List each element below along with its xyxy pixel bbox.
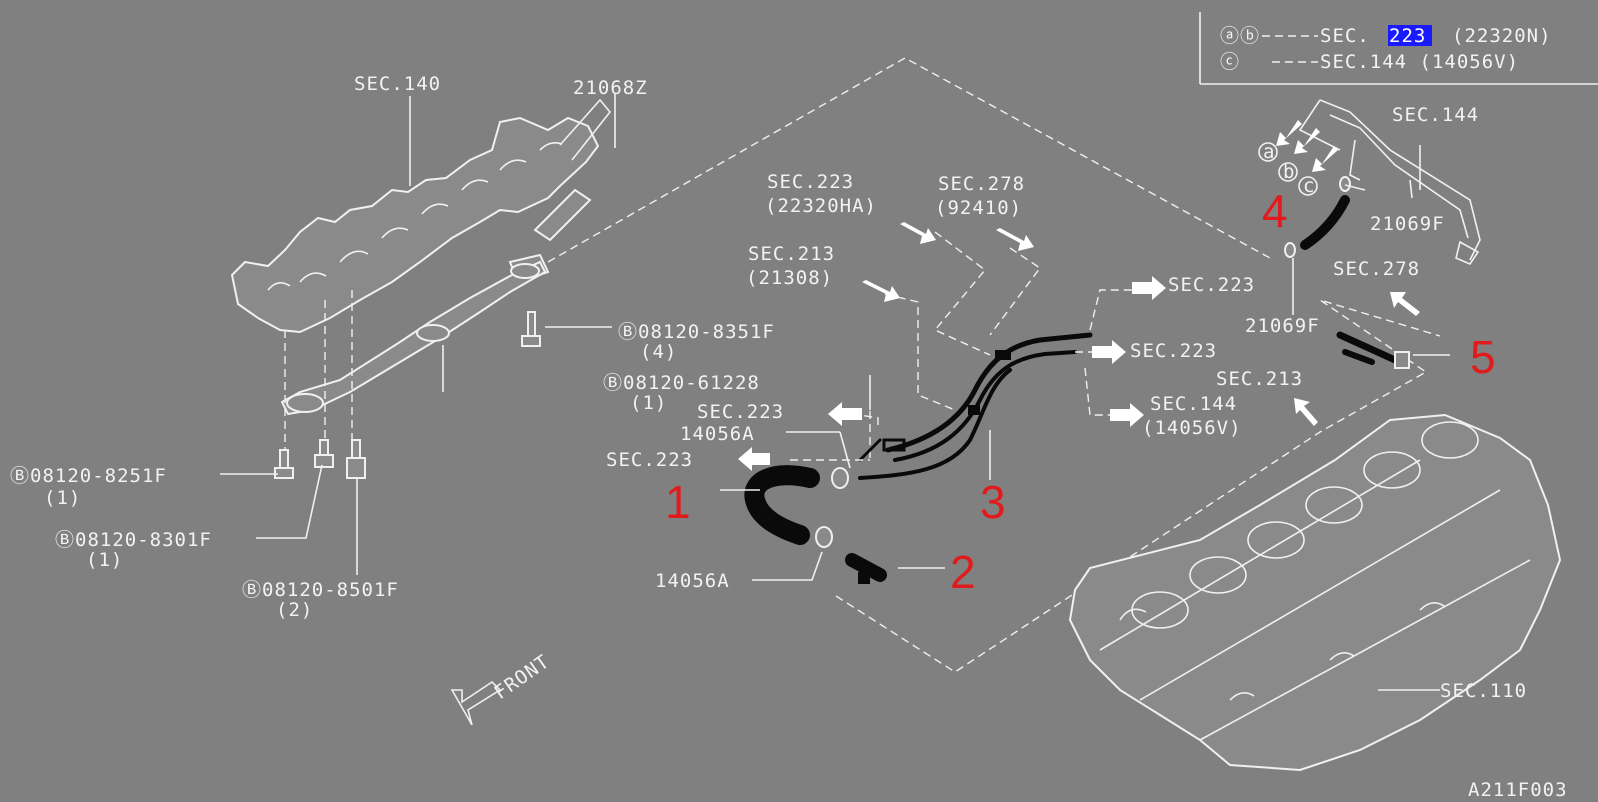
hose-1-drawing (744, 465, 820, 545)
label-front: FRONT (490, 650, 554, 704)
legend-symbol-c: ⓒ (1220, 51, 1240, 73)
clamp-lower (815, 526, 833, 548)
label-bolt-8251-qty: (1) (44, 487, 81, 509)
fitting-2-drawing (845, 553, 887, 582)
legend-highlight-box (1388, 25, 1432, 46)
callout-2: 2 (950, 546, 976, 598)
intake-manifold-drawing (230, 98, 612, 450)
clamp-upper (831, 467, 849, 489)
label-sec223-right1: SEC.223 (1168, 274, 1255, 296)
label-bolt-8301-qty: (1) (86, 549, 123, 571)
sec144-pipe-drawing (1298, 99, 1481, 265)
label-21069f-mid: 21069F (1245, 315, 1320, 337)
label-sec110: SEC.110 (1440, 680, 1527, 702)
callout-1: 1 (665, 476, 691, 528)
svg-text:b: b (1283, 161, 1295, 183)
label-sec223-a: SEC.223 (697, 401, 784, 423)
label-21068z: 21068Z (573, 77, 648, 99)
label-bolt-8251: Ⓑ08120-8251F (10, 465, 167, 487)
label-bolt-61228-qty: (1) (630, 392, 667, 414)
label-sec278-top: SEC.278 (938, 173, 1025, 195)
legend-row2-text: SEC.144 (14056V) (1320, 51, 1519, 73)
label-sec140: SEC.140 (354, 73, 441, 95)
label-bolt-8301: Ⓑ08120-8301F (55, 529, 212, 551)
label-sec144-mid: SEC.144 (1150, 393, 1237, 415)
svg-text:a: a (1263, 141, 1275, 163)
legend-row1-highlight: 223 (1389, 25, 1426, 47)
routing-arrows (738, 222, 1420, 471)
label-sec223-hose-code: (22320HA) (765, 195, 877, 217)
legend-box: ⓐⓑ SEC. 223 (22320N) ⓒ SEC.144 (14056V) (1199, 12, 1598, 85)
label-bolt-61228: Ⓑ08120-61228 (603, 372, 760, 394)
label-sec213-left: SEC.213 (748, 243, 835, 265)
drawing-id: A211F003 (1468, 779, 1568, 801)
callout-5: 5 (1470, 331, 1496, 383)
label-14056a-top: 14056A (680, 423, 755, 445)
label-sec223-right2: SEC.223 (1130, 340, 1217, 362)
callout-3: 3 (980, 476, 1006, 528)
label-sec213-left-code: (21308) (746, 267, 833, 289)
label-sec278-right: SEC.278 (1333, 258, 1420, 280)
label-bolt-8351-qty: (4) (640, 341, 677, 363)
label-sec144-mid-code: (14056V) (1142, 417, 1242, 439)
front-arrow: FRONT (450, 650, 554, 726)
label-sec223-hose: SEC.223 (767, 171, 854, 193)
legend-arrows-abc: a b c (1258, 120, 1338, 197)
leader-lines-left (220, 94, 616, 575)
label-bolt-8501-qty: (2) (276, 599, 313, 621)
label-14056a-bottom: 14056A (655, 570, 730, 592)
bolts-left (274, 311, 541, 479)
label-sec144-top: SEC.144 (1392, 104, 1479, 126)
pipe-assembly-drawing (858, 332, 1093, 480)
label-sec223-b: SEC.223 (606, 449, 693, 471)
label-21069f-top: 21069F (1370, 213, 1445, 235)
label-sec278-top-code: (92410) (935, 197, 1022, 219)
hose-4-drawing (1300, 195, 1350, 250)
legend-row1-prefix: SEC. (1320, 25, 1370, 47)
legend-symbols-ab: ⓐⓑ (1220, 25, 1260, 47)
svg-text:c: c (1303, 175, 1315, 197)
cylinder-head-drawing (1068, 413, 1562, 772)
leader-lines-mid (720, 145, 1450, 691)
label-sec213-right: SEC.213 (1216, 368, 1303, 390)
label-bolt-8351: Ⓑ08120-8351F (618, 321, 775, 343)
fitting-5-drawing (1336, 331, 1399, 364)
assembly-boundary (547, 57, 1271, 263)
legend-row1-suffix: (22320N) (1452, 25, 1552, 47)
callout-4: 4 (1262, 185, 1288, 237)
label-bolt-8501: Ⓑ08120-8501F (242, 579, 399, 601)
